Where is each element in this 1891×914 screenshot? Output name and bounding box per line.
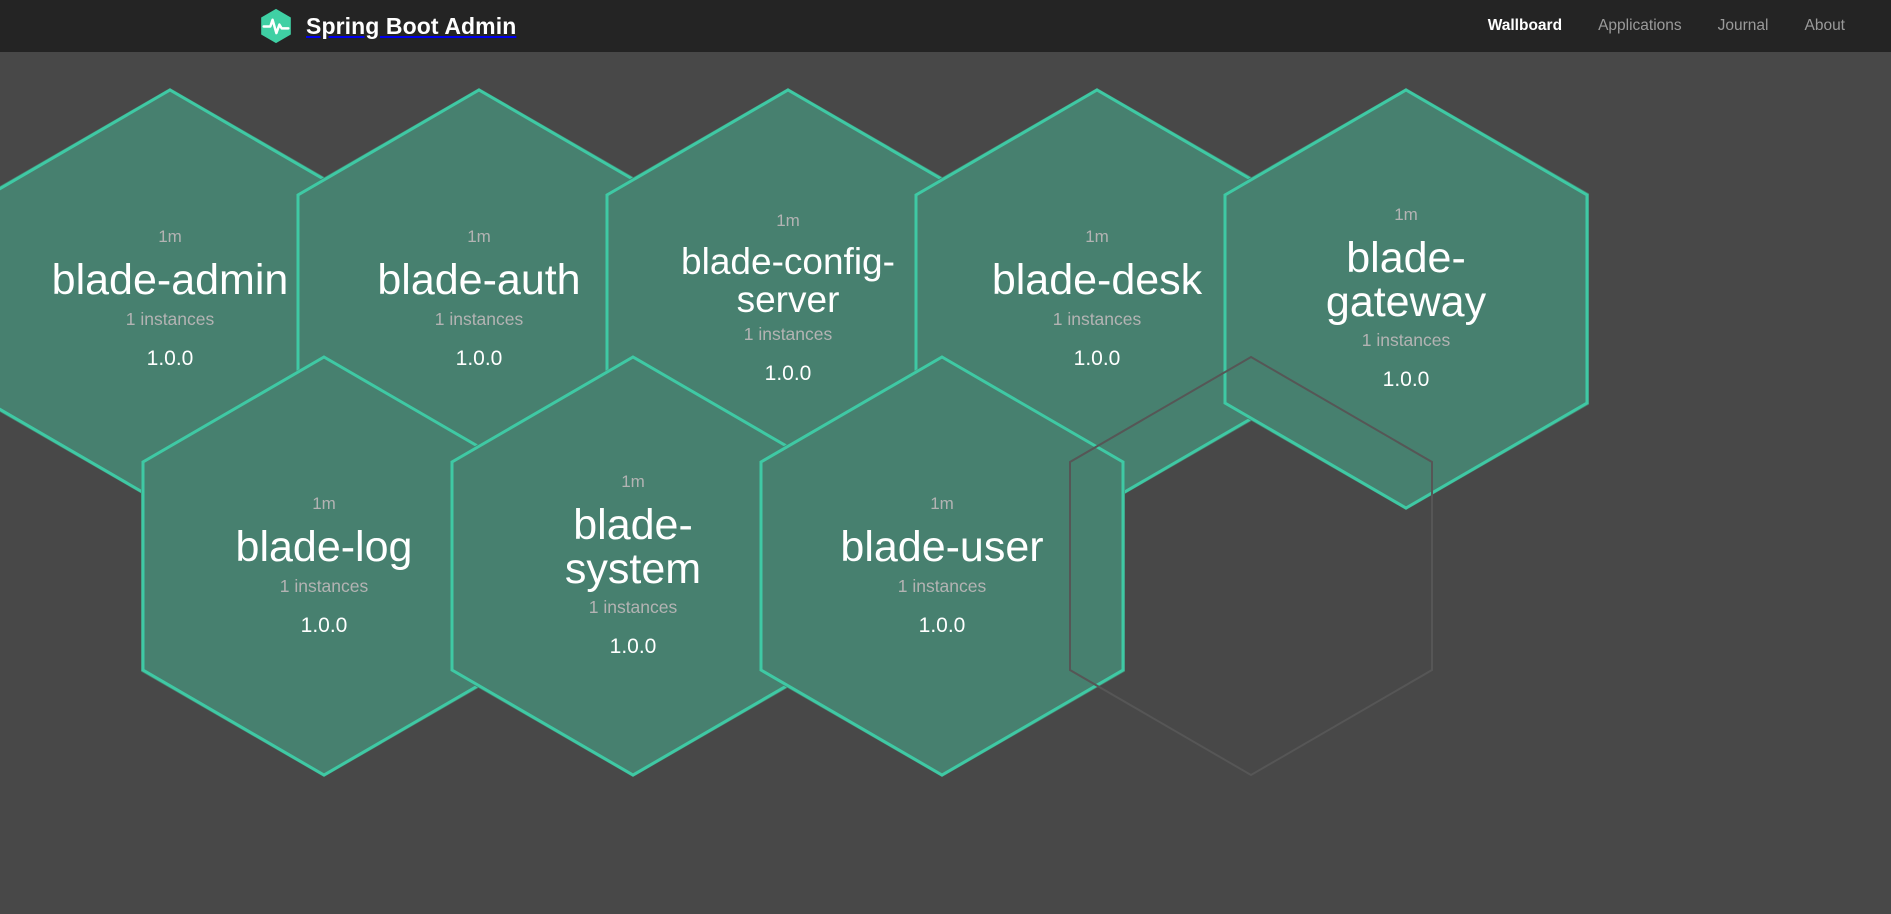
application-uptime: 1m	[1394, 205, 1418, 225]
application-instance-count: 1 instances	[434, 308, 524, 329]
application-name: blade-system	[564, 500, 702, 593]
application-uptime: 1m	[467, 227, 491, 247]
application-hexagon-content: 1m blade-config-server 1 instances 1.0.0	[663, 211, 913, 386]
application-uptime: 1m	[158, 227, 182, 247]
application-name: blade-auth	[377, 255, 581, 304]
application-name: blade-admin	[51, 255, 289, 304]
application-version: 1.0.0	[764, 362, 812, 386]
application-name: blade-log	[235, 522, 413, 571]
application-version: 1.0.0	[300, 613, 348, 637]
application-hexagon-content: 1m blade-system 1 instances 1.0.0	[508, 472, 758, 659]
application-hexagon-content: 1m blade-desk 1 instances 1.0.0	[972, 227, 1222, 370]
wallboard-grid: 1m blade-admin 1 instances 1.0.0 1m blade-aut…	[0, 52, 1891, 914]
application-hexagon-content: 1m blade-admin 1 instances 1.0.0	[45, 227, 295, 370]
application-uptime: 1m	[312, 494, 336, 514]
application-version: 1.0.0	[1073, 346, 1121, 370]
application-instance-count: 1 instances	[1361, 330, 1451, 351]
application-version: 1.0.0	[918, 613, 966, 637]
application-hexagon-content: 1m blade-gateway 1 instances 1.0.0	[1281, 205, 1531, 392]
application-instance-count: 1 instances	[588, 597, 678, 618]
main-nav: Wallboard Applications Journal About	[1488, 17, 1845, 35]
application-instance-count: 1 instances	[1052, 308, 1142, 329]
application-instance-count: 1 instances	[897, 575, 987, 596]
application-hexagon-content: 1m blade-user 1 instances 1.0.0	[817, 494, 1067, 637]
application-hexagon-content: 1m blade-log 1 instances 1.0.0	[199, 494, 449, 637]
application-name: blade-user	[840, 522, 1044, 571]
application-instance-count: 1 instances	[279, 575, 369, 596]
application-name: blade-gateway	[1325, 233, 1487, 326]
application-version: 1.0.0	[455, 346, 503, 370]
brand-title: Spring Boot Admin	[306, 12, 517, 39]
application-uptime: 1m	[1085, 227, 1109, 247]
application-uptime: 1m	[621, 472, 645, 492]
application-instance-count: 1 instances	[125, 308, 215, 329]
application-uptime: 1m	[776, 211, 800, 231]
application-version: 1.0.0	[609, 635, 657, 659]
application-hexagon-content: 1m blade-auth 1 instances 1.0.0	[354, 227, 604, 370]
nav-link-wallboard[interactable]: Wallboard	[1487, 17, 1563, 34]
nav-link-journal[interactable]: Journal	[1717, 17, 1769, 34]
application-instance-count: 1 instances	[743, 324, 833, 345]
application-name: blade-config-server	[681, 240, 895, 320]
heartbeat-hexagon-icon	[261, 8, 291, 44]
application-name: blade-desk	[991, 255, 1203, 304]
brand-logo-link[interactable]: Spring Boot Admin	[257, 7, 516, 45]
nav-link-about[interactable]: About	[1804, 17, 1845, 34]
top-navbar: Spring Boot Admin Wallboard Applications…	[0, 0, 1891, 52]
application-version: 1.0.0	[1382, 368, 1430, 392]
application-uptime: 1m	[930, 494, 954, 514]
nav-link-applications[interactable]: Applications	[1598, 17, 1682, 34]
application-version: 1.0.0	[146, 346, 194, 370]
